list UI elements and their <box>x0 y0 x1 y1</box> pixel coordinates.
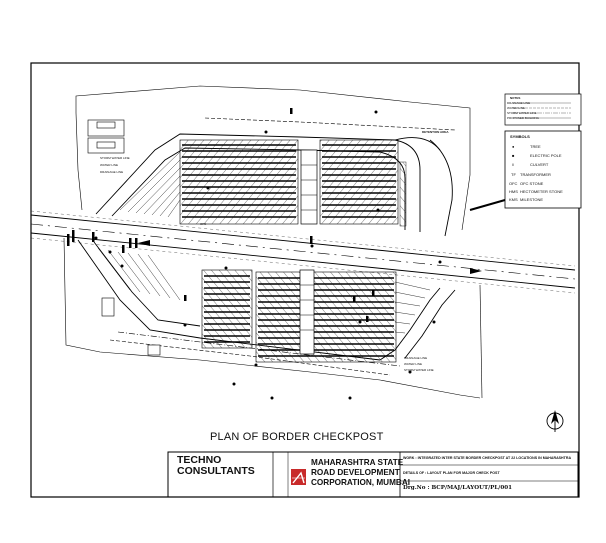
south-central-building <box>299 269 315 355</box>
symbol-label-ofc: OFC STONE <box>520 181 544 186</box>
client-name-line-1: MAHARASHTRA STATE <box>311 458 404 467</box>
msrdc-logo-icon <box>291 469 306 485</box>
label-ofc: OFC <box>200 222 207 226</box>
note-item-3: STORM WATER LINE <box>507 111 537 115</box>
symbol-glyph-kms: KMS <box>509 197 518 202</box>
drawing-title: PLAN OF BORDER CHECKPOST <box>210 431 384 443</box>
label-water-line-north: WATER LINE <box>100 163 119 167</box>
north-buildings <box>87 119 125 154</box>
highway <box>30 210 576 294</box>
north-approach-taper <box>119 151 181 218</box>
note-item-4: PROPOSED BUILDING <box>507 116 540 120</box>
north-site-boundary <box>75 85 471 231</box>
north-weighbridge-yard-west <box>179 139 299 225</box>
details-of: DETAILS OF : LAYOUT PLAN FOR MAJOR CHECK… <box>403 471 500 475</box>
north-weighbridge-yard-east <box>319 139 399 225</box>
symbol-label-culvert: CULVERT <box>530 162 549 167</box>
note-item-1: DRAINAGE LINE <box>507 101 531 105</box>
tree-markers <box>94 110 442 400</box>
south-weighbridge-yard-east <box>255 271 397 363</box>
label-detention-area: DETENTION AREA <box>422 130 449 134</box>
symbol-label-transformer: TRANSFORMER <box>520 172 551 177</box>
label-water-line-south: WATER LINE <box>404 362 423 366</box>
note-item-2: WATER LINE <box>507 106 526 110</box>
south-side-building <box>147 344 161 356</box>
label-storm-water-line-north: STORM WATER LINE <box>100 156 130 160</box>
south-yard-stripes <box>204 275 394 357</box>
south-approach-taper <box>97 247 181 301</box>
south-weighbridge-yard-west <box>201 269 253 349</box>
north-central-building <box>300 149 318 225</box>
symbol-label-pole: ELECTRIC POLE <box>530 153 562 158</box>
symbol-label-hms: HECTOMETER STONE <box>520 189 563 194</box>
work-description: WORK : INTEGRATED INTER STATE BORDER CHE… <box>403 456 572 460</box>
symbols-leader <box>469 199 506 211</box>
client-name-line-3: CORPORATION, MUMBAI <box>311 478 411 487</box>
client-name-line-2: ROAD DEVELOPMENT <box>311 468 400 477</box>
firm-name-line-2: CONSULTANTS <box>177 465 255 477</box>
symbol-glyph-tree: ● <box>512 144 515 149</box>
north-building-dividers <box>301 164 317 211</box>
drawing-number: Drg.No : BCP/MAJ/LAYOUT/PL/001 <box>403 485 513 491</box>
north-yard-stripes <box>182 144 396 218</box>
firm-name-line-1: TECHNO <box>177 454 222 466</box>
symbols-box <box>504 130 582 209</box>
highway-arrow-right <box>470 268 482 274</box>
symbol-glyph-transformer: TF <box>511 172 516 177</box>
title-block <box>167 451 579 498</box>
south-west-building <box>101 297 115 317</box>
symbol-glyph-ofc: OFC <box>509 181 518 186</box>
symbol-label-kms: MILESTONE <box>520 197 544 202</box>
label-storm-water-line-south: STORM WATER LINE <box>404 368 434 372</box>
notes-heading: NOTES <box>510 96 521 100</box>
north-shoulder-hatch <box>399 161 407 227</box>
south-exit-taper <box>394 281 431 334</box>
symbol-glyph-culvert: ‖ <box>512 162 514 167</box>
symbol-glyph-hms: HMS <box>509 189 518 194</box>
symbols-heading: SYMBOLS <box>510 134 530 139</box>
south-building-dividers <box>300 284 314 331</box>
pole-markers <box>67 108 375 322</box>
notes-box <box>504 93 582 126</box>
north-arrow-icon <box>546 410 564 432</box>
highway-arrow-left <box>138 240 150 246</box>
symbol-label-tree: TREE <box>530 144 541 149</box>
label-drainage-line-south: DRAINAGE LINE <box>404 356 428 360</box>
symbol-glyph-pole: ■ <box>512 153 515 158</box>
label-drainage-line-north: DRAINAGE LINE <box>100 170 124 174</box>
